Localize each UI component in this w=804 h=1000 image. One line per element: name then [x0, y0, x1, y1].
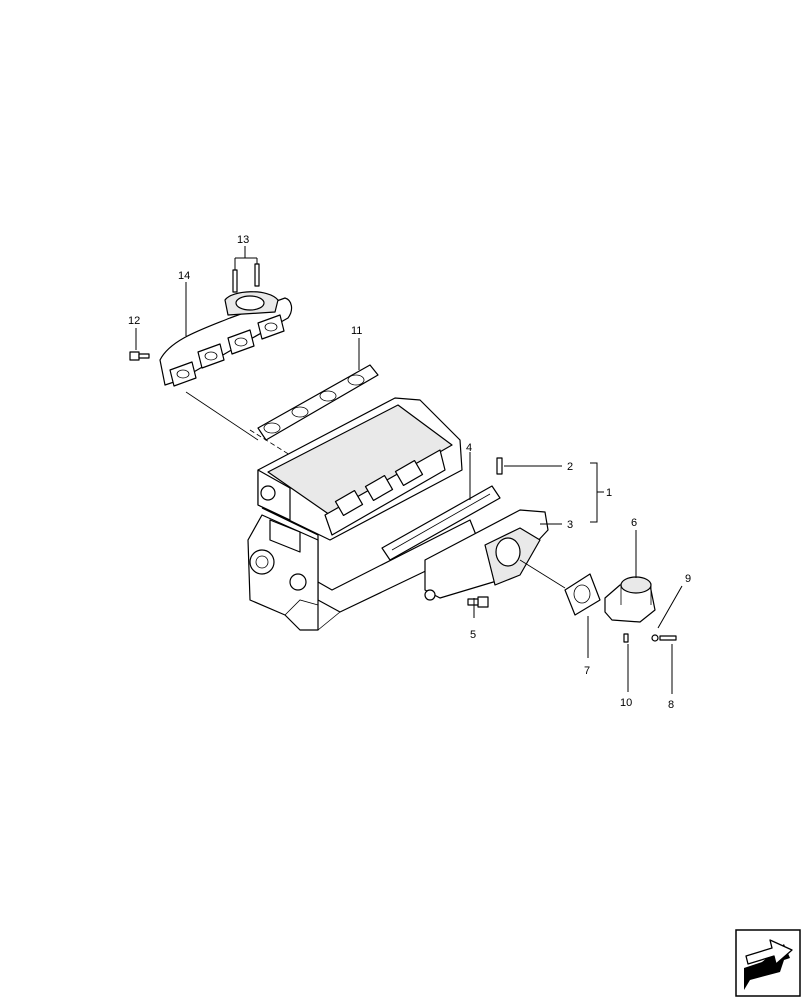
intake-manifold-3	[424, 509, 549, 601]
callout-13: 13	[237, 234, 249, 246]
hardware-8-9-10	[623, 633, 677, 643]
studs-13	[232, 263, 260, 293]
engine-block	[247, 397, 481, 631]
callout-labels: 1 2 3 4 5 6 7 8 9 10 11 12 13 14	[128, 234, 691, 711]
bolt-5	[467, 596, 489, 608]
exhaust-gasket-11	[257, 364, 379, 441]
elbow-6	[604, 576, 656, 623]
callout-6: 6	[631, 517, 637, 529]
callout-3: 3	[567, 519, 573, 531]
callout-4: 4	[466, 442, 472, 454]
callout-8: 8	[668, 699, 674, 711]
callout-5: 5	[470, 629, 476, 641]
exhaust-manifold-14	[159, 291, 293, 441]
pin-2	[496, 457, 503, 475]
callout-2: 2	[567, 461, 573, 473]
callout-14: 14	[178, 270, 190, 282]
next-page-arrow-icon[interactable]	[735, 929, 801, 997]
callout-11: 11	[351, 325, 362, 337]
callout-10: 10	[620, 697, 632, 709]
callout-12: 12	[128, 315, 140, 327]
gasket-7	[564, 573, 601, 616]
bolt-12	[129, 351, 150, 361]
callout-9: 9	[685, 573, 691, 585]
callout-1: 1	[606, 487, 612, 499]
intake-gasket-4	[381, 485, 501, 561]
callout-7: 7	[584, 665, 590, 677]
leader-lines	[135, 246, 683, 694]
